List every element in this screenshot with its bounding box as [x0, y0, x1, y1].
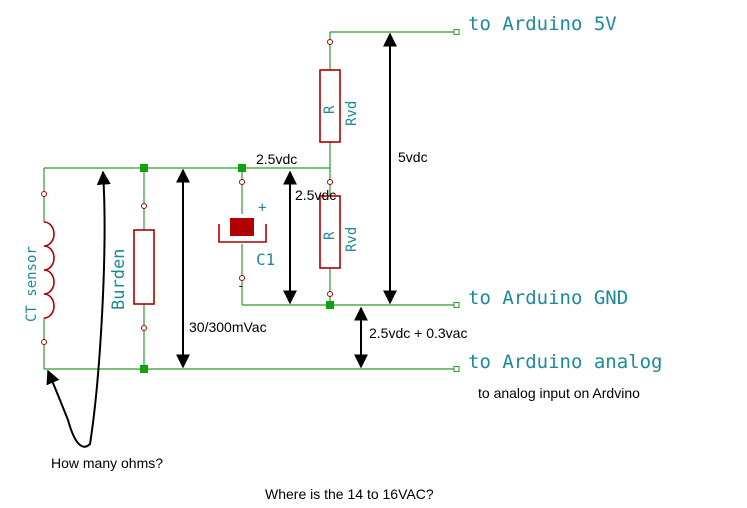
annotation-ohms-question: How many ohms?: [51, 455, 163, 471]
label-arduino-analog: to Arduino analog: [468, 351, 662, 373]
arrow-how-many-ohms: [46, 170, 111, 448]
pin-ct-bottom: [41, 339, 47, 345]
junction-burden-top: [140, 164, 148, 172]
pin-ct-top: [41, 191, 47, 197]
capacitor-c1: + C1 -: [218, 200, 275, 294]
endpoint-5v: [453, 29, 460, 35]
inductor-icon: [43, 221, 55, 319]
capacitor-icon: [230, 218, 254, 236]
endpoint-analog: [453, 366, 460, 372]
pin-circles: [41, 39, 333, 345]
resistor-icon: [133, 229, 155, 305]
pin-r-bottom-bottom: [327, 291, 333, 297]
label-arduino-gnd: to Arduino GND: [468, 287, 628, 309]
connector-endpoints: [453, 29, 460, 372]
annotation-offset: 2.5vdc + 0.3vac: [369, 325, 467, 341]
pin-cap-bottom: [239, 275, 245, 281]
burden-resistor: Burden: [109, 229, 155, 310]
junctions: [140, 164, 334, 373]
burden-label: Burden: [109, 249, 129, 310]
measurement-arrows: [46, 32, 397, 448]
junction-cap-top: [238, 164, 246, 172]
label-arduino-5v: to Arduino 5V: [468, 13, 617, 35]
r-bottom-value: Rvd: [344, 227, 360, 252]
annotation-30-300mvac: 30/300mVac: [189, 319, 267, 335]
ct-sensor-label: CT sensor: [24, 246, 40, 322]
pin-burden-top: [141, 203, 147, 209]
capacitor-label: C1: [256, 250, 275, 269]
pin-burden-bottom: [141, 325, 147, 331]
resistor-top: R Rvd: [319, 69, 360, 143]
resistor-icon: [319, 69, 341, 143]
capacitor-cup: [218, 224, 267, 243]
pin-r-top-top: [327, 39, 333, 45]
annotation-vac-question: Where is the 14 to 16VAC?: [265, 486, 434, 502]
capacitor-plus: +: [258, 200, 266, 216]
annotation-analog-note: to analog input on Ardvino: [478, 385, 640, 401]
resistor-icon: [319, 195, 341, 269]
r-top-value: Rvd: [344, 101, 360, 126]
annotation-2-5vdc-b: 2.5vdc: [295, 187, 336, 203]
annotation-5vdc: 5vdc: [398, 149, 428, 165]
ct-sensor-coil: CT sensor: [24, 221, 55, 322]
junction-burden-bottom: [140, 365, 148, 373]
annotation-2-5vdc-a: 2.5vdc: [256, 151, 297, 167]
r-bottom-label: R: [322, 231, 338, 240]
endpoint-gnd: [453, 302, 460, 308]
resistor-bottom: R Rvd: [319, 195, 360, 269]
pin-r-bottom-top: [327, 179, 333, 185]
junction-gnd: [326, 301, 334, 309]
capacitor-minus: -: [237, 279, 245, 294]
r-top-label: R: [322, 105, 338, 114]
pin-cap-top: [239, 179, 245, 185]
